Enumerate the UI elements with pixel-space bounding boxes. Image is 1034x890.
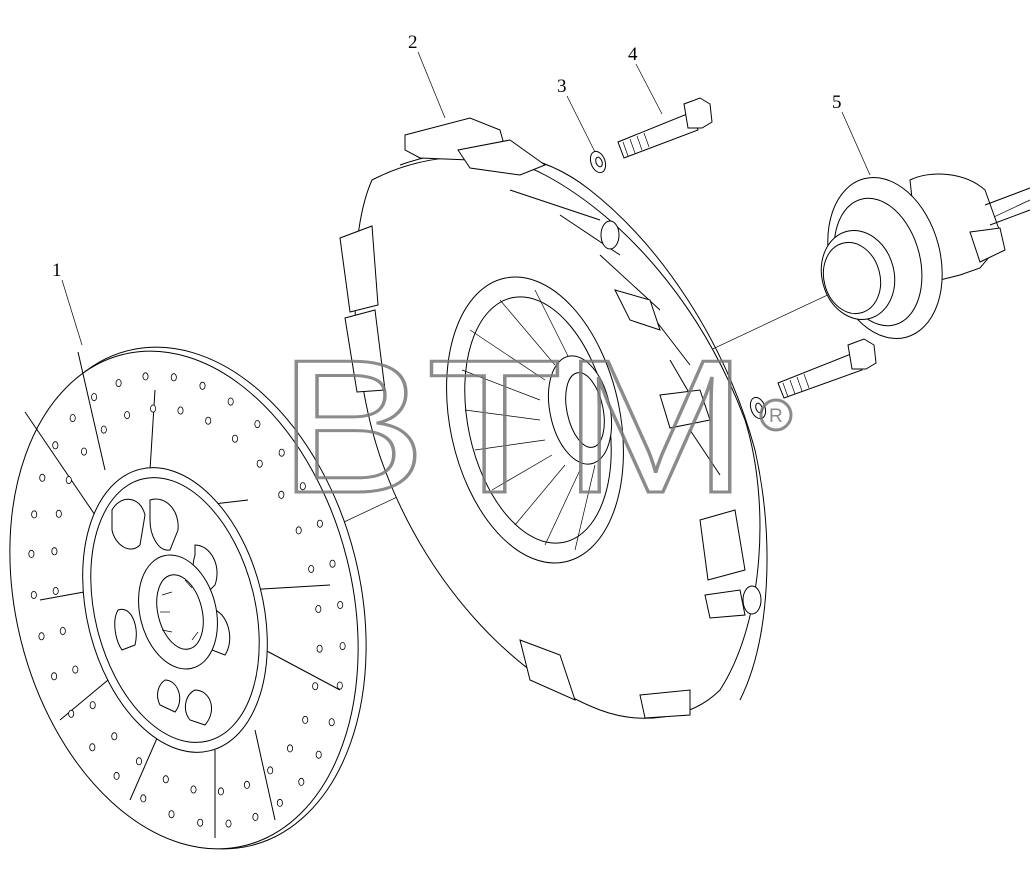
rivet-hole — [312, 682, 319, 691]
rivet-hole — [278, 448, 285, 457]
rivet-hole — [140, 794, 147, 803]
rivet-hole — [254, 420, 261, 429]
rivet-hole — [65, 476, 72, 485]
rivet-hole — [197, 818, 204, 827]
callout-label-3: 3 — [557, 76, 567, 97]
clutch-disc-icon — [9, 346, 367, 850]
rivet-hole — [100, 425, 107, 434]
registered-mark-icon — [759, 398, 793, 432]
rivet-hole — [315, 605, 322, 614]
btm-watermark-logo: BTM R — [277, 320, 793, 535]
rivet-hole — [69, 414, 76, 423]
callout-5: 5 — [832, 92, 871, 176]
rivet-hole — [276, 798, 283, 807]
rivet-hole — [243, 780, 250, 789]
rivet-hole — [59, 627, 66, 636]
rivet-hole — [316, 519, 323, 528]
rivet-hole — [217, 787, 224, 796]
rivet-hole — [190, 785, 197, 794]
rivet-hole — [52, 441, 59, 450]
rivet-hole — [51, 672, 58, 681]
rivet-hole — [38, 632, 45, 641]
release-bearing-icon — [820, 173, 1031, 339]
rivet-hole — [55, 509, 62, 518]
rivet-hole — [299, 482, 306, 491]
rivet-hole — [115, 379, 122, 388]
rivet-hole — [315, 750, 322, 759]
rivet-hole — [177, 406, 184, 415]
callout-label-2: 2 — [408, 32, 418, 53]
rivet-hole — [89, 743, 96, 752]
rivet-hole — [316, 644, 323, 653]
rivet-hole — [256, 459, 263, 468]
rivet-hole — [286, 744, 293, 753]
rivet-hole — [68, 709, 75, 718]
rivet-hole — [225, 819, 232, 828]
rivet-hole — [336, 681, 343, 690]
rivet-hole — [124, 411, 131, 420]
rivet-hole — [308, 565, 315, 574]
rivet-hole — [39, 473, 46, 482]
rivet-hole — [30, 591, 37, 600]
rivet-hole — [162, 775, 169, 784]
bolt-icon — [617, 97, 877, 399]
rivet-hole — [72, 665, 79, 674]
rivet-hole — [252, 812, 259, 821]
callout-3: 3 — [557, 76, 596, 153]
rivet-hole — [199, 381, 206, 390]
rivet-hole — [328, 718, 335, 727]
rivet-hole — [91, 393, 98, 402]
callout-label-5: 5 — [832, 92, 842, 113]
rivet-hole — [135, 757, 142, 766]
pressure-plate-icon — [339, 117, 768, 719]
rivet-hole — [170, 373, 177, 382]
callout-1: 1 — [52, 260, 83, 346]
rivet-hole — [227, 397, 234, 406]
callout-2: 2 — [408, 32, 446, 119]
callout-4: 4 — [628, 44, 663, 115]
rivet-hole — [205, 416, 212, 425]
rivet-hole — [142, 372, 149, 381]
rivet-hole — [51, 547, 58, 556]
rivet-hole — [337, 601, 344, 610]
rivet-hole — [28, 549, 35, 558]
callout-label-1: 1 — [52, 260, 62, 281]
rivet-hole — [52, 587, 59, 596]
rivet-hole — [31, 510, 38, 519]
rivet-hole — [231, 434, 238, 443]
rivet-hole — [89, 701, 96, 710]
rivet-hole — [168, 810, 175, 819]
callout-label-4: 4 — [628, 44, 638, 65]
rivet-hole — [295, 526, 302, 535]
rivet-hole — [302, 715, 309, 724]
rivet-hole — [81, 447, 88, 456]
registered-mark-text: R — [769, 406, 783, 427]
rivet-hole — [298, 777, 305, 786]
rivet-hole — [267, 766, 274, 775]
rivet-hole — [278, 490, 285, 499]
rivet-hole — [339, 642, 346, 651]
watermark-text: BTM — [278, 321, 748, 533]
rivet-hole — [111, 732, 118, 741]
rivet-hole — [150, 404, 157, 413]
rivet-hole — [113, 771, 120, 780]
rivet-hole — [329, 559, 336, 568]
